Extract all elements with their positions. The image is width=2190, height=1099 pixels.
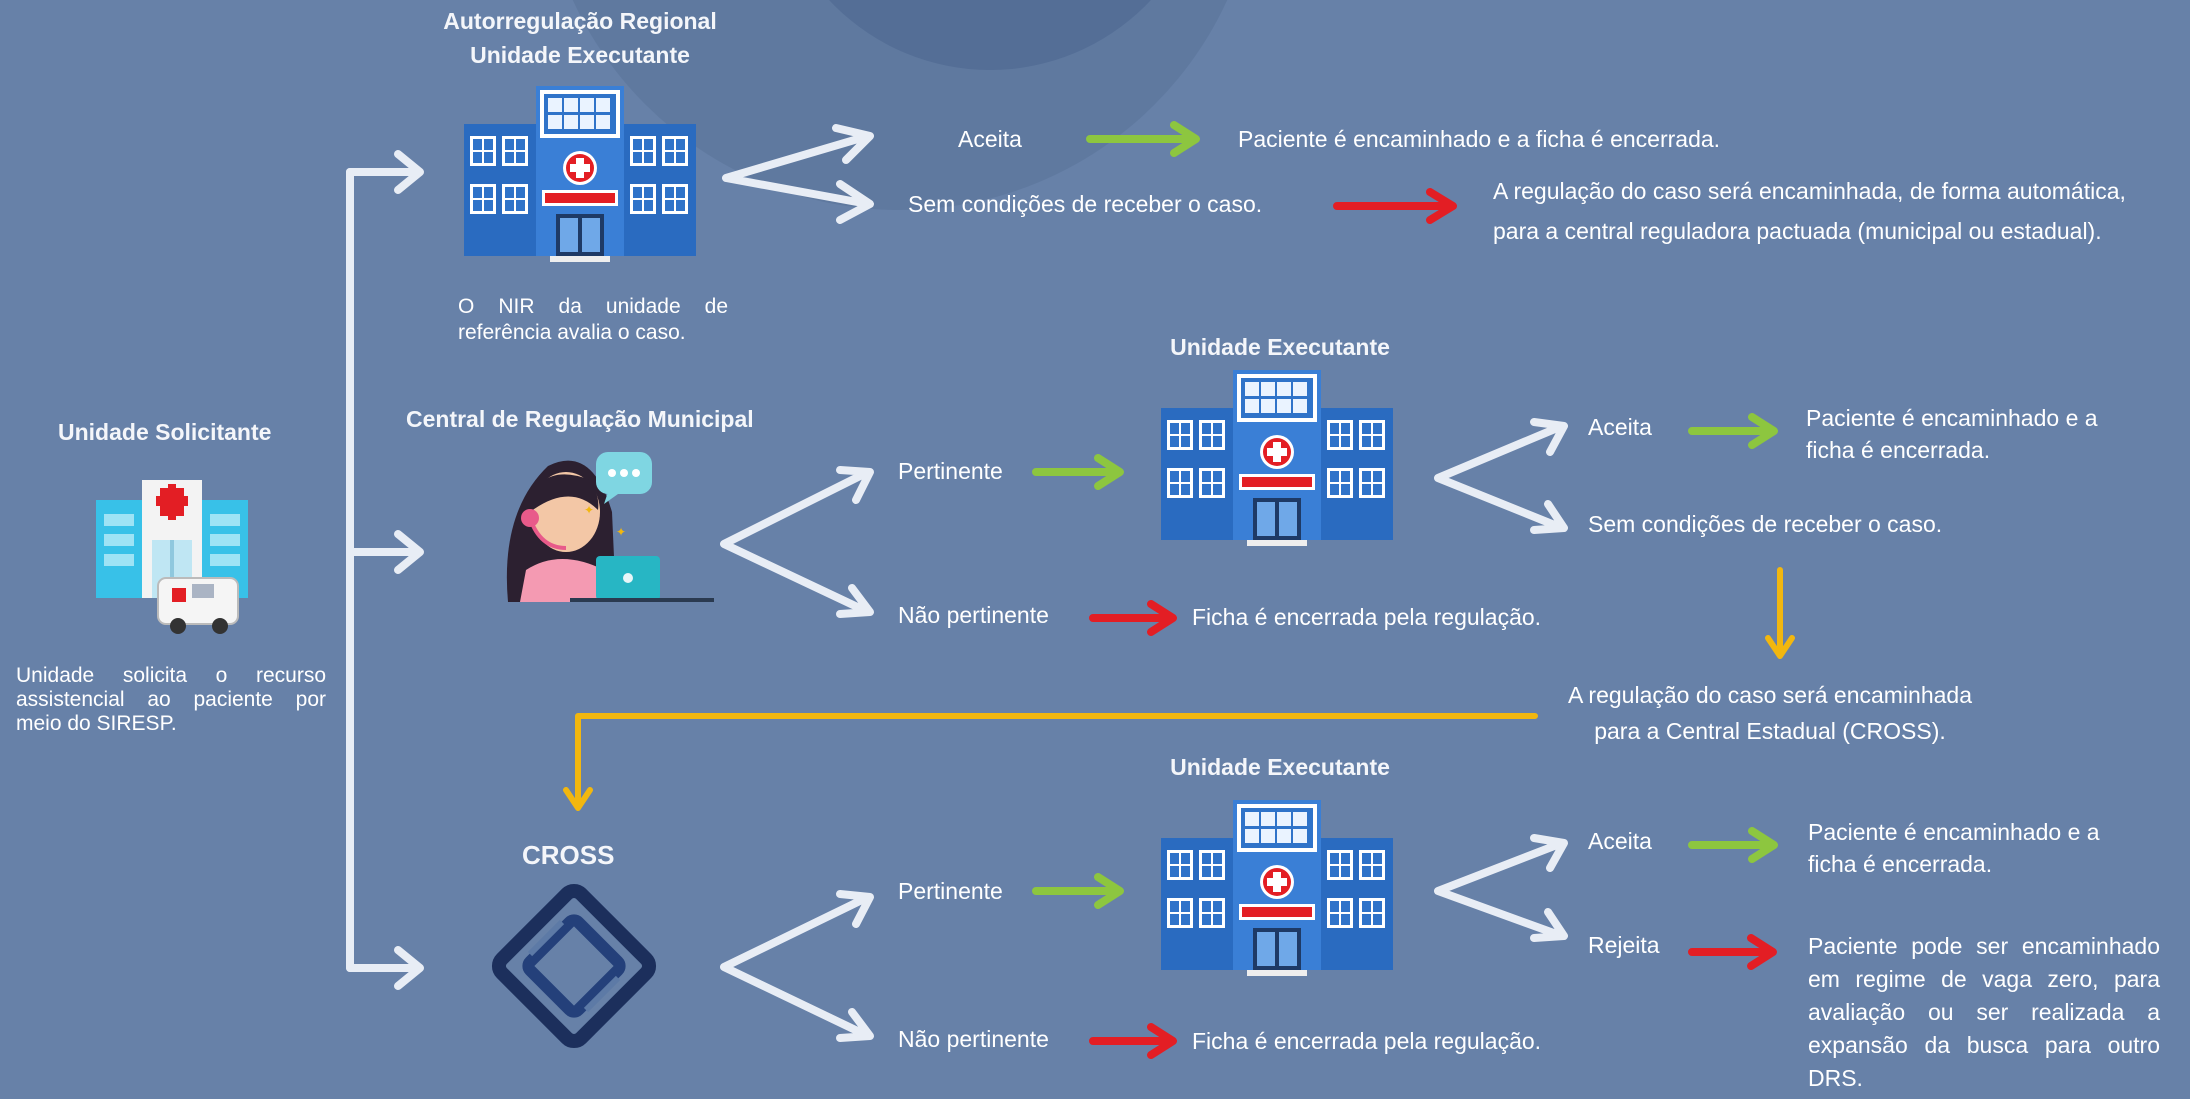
branch2-not-pertinent-result: Ficha é encerrada pela regulação. (1192, 604, 1542, 630)
call-center-operator-icon: ✦ ✦ (506, 452, 714, 602)
branch2-accept-result: Paciente é encaminhado e a ficha é encer… (1806, 405, 2098, 463)
branch1-title-line1: Autorregulação Regional (443, 8, 717, 34)
accept-arrows (1032, 121, 1778, 909)
branch2-unit-title: Unidade Executante (1170, 334, 1390, 360)
reject-arrows (1089, 188, 1777, 1059)
branch1-accept-label: Aceita (958, 126, 1022, 152)
branch3-reject-label: Rejeita (1588, 932, 1660, 958)
branch1-accept-result: Paciente é encaminhado e a ficha é encer… (1238, 126, 1721, 152)
escalation-text-line2: para a Central Estadual (CROSS). (1594, 718, 1946, 744)
svg-text:✦: ✦ (616, 525, 626, 539)
split-chevrons (720, 124, 1568, 1042)
cross-logo-icon (491, 883, 657, 1049)
hospital-building-icon-3 (1161, 800, 1393, 976)
branch3-unit-title: Unidade Executante (1170, 754, 1390, 780)
branch1-reject-result-line1: A regulação do caso será encaminhada, de… (1493, 178, 2126, 204)
main-bracket (346, 150, 424, 990)
escalation-text-line1: A regulação do caso será encaminhada (1567, 682, 1973, 708)
decor-circle-inner (829, 0, 1151, 70)
branch2-accept-label: Aceita (1588, 414, 1652, 440)
requesting-unit-title: Unidade Solicitante (58, 419, 272, 445)
branch1-description: O NIR da unidade de referência avalia o … (458, 295, 728, 344)
branch2-title: Central de Regulação Municipal (406, 406, 754, 432)
hospital-building-icon-2 (1161, 370, 1393, 546)
svg-text:✦: ✦ (584, 503, 594, 517)
escalation-arrows (563, 567, 1795, 811)
branch2-pertinent-label: Pertinente (898, 458, 1003, 484)
branch1-reject-label: Sem condições de receber o caso. (908, 191, 1263, 217)
requesting-unit-description: Unidade solicita o recurso assistencial … (16, 664, 326, 735)
branch1-reject-result-line2: para a central reguladora pactuada (muni… (1493, 218, 2102, 244)
branch3-not-pertinent-result: Ficha é encerrada pela regulação. (1192, 1028, 1542, 1054)
branch3-accept-label: Aceita (1588, 828, 1652, 854)
branch1-title-line2: Unidade Executante (470, 42, 690, 68)
branch2-not-pertinent-label: Não pertinente (898, 602, 1049, 628)
branch2-reject-label: Sem condições de receber o caso. (1588, 511, 1943, 537)
branch3-pertinent-label: Pertinente (898, 878, 1003, 904)
branch3-not-pertinent-label: Não pertinente (898, 1026, 1049, 1052)
branch3-accept-result: Paciente é encaminhado e a ficha é encer… (1808, 819, 2100, 877)
branch3-reject-result: Paciente pode ser encaminhado em regime … (1808, 933, 2160, 1091)
branch3-title: CROSS (522, 840, 615, 870)
hospital-ambulance-icon (96, 480, 248, 634)
